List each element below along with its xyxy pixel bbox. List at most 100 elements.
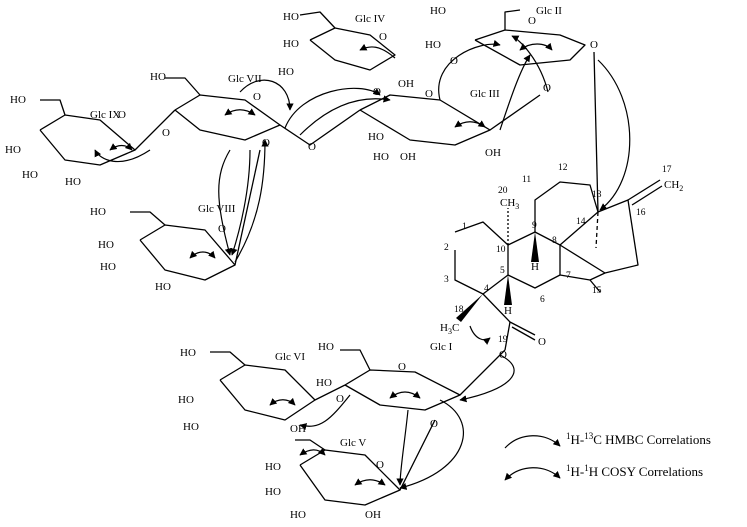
atom-ch2: CH2 xyxy=(664,179,683,193)
carbon-number: 11 xyxy=(522,175,531,185)
carbon-number: 8 xyxy=(552,236,557,246)
svg-text:HO: HO xyxy=(183,421,199,433)
carbon-number: 3 xyxy=(444,275,449,285)
carbon-number: 7 xyxy=(566,271,571,281)
legend-cosy-label: 1H-1H COSY Correlations xyxy=(566,463,703,479)
atom-ch3: CH3 xyxy=(500,197,519,211)
wedge-h9 xyxy=(531,232,539,262)
svg-text:O: O xyxy=(336,393,344,405)
atom-h: H xyxy=(504,305,512,317)
carbon-number: 20 xyxy=(498,186,508,196)
label-glc-v: Glc V xyxy=(340,437,366,449)
svg-text:OH: OH xyxy=(485,147,501,159)
svg-text:HO: HO xyxy=(283,11,299,23)
sugar-glc-vi: HO HO HO OH Glc VI xyxy=(178,347,346,435)
aglycone-skeleton xyxy=(454,179,663,396)
svg-text:HO: HO xyxy=(318,341,334,353)
svg-text:HO: HO xyxy=(178,394,194,406)
svg-text:HO: HO xyxy=(290,509,306,521)
carbon-number: 9 xyxy=(532,221,537,231)
sugar-glc-v: HO HO HO OH O Glc V xyxy=(265,419,436,521)
svg-text:O: O xyxy=(379,31,387,43)
carbon-number: 12 xyxy=(558,163,568,173)
svg-text:OH: OH xyxy=(365,509,381,521)
svg-text:HO: HO xyxy=(425,39,441,51)
label-glc-iii: Glc III xyxy=(470,88,500,100)
legend-cosy-arrow xyxy=(504,467,561,481)
svg-text:HO: HO xyxy=(65,176,81,188)
svg-text:OH: OH xyxy=(398,78,414,90)
svg-text:O: O xyxy=(430,418,438,430)
svg-text:O: O xyxy=(398,361,406,373)
svg-text:HO: HO xyxy=(90,206,106,218)
svg-text:HO: HO xyxy=(22,169,38,181)
svg-text:O: O xyxy=(262,137,270,149)
label-glc-vii: Glc VII xyxy=(228,73,262,85)
svg-text:HO: HO xyxy=(180,347,196,359)
svg-text:HO: HO xyxy=(430,5,446,17)
svg-text:O: O xyxy=(308,141,316,153)
hmbc-arrows xyxy=(94,35,631,490)
label-glc-ix: Glc IX xyxy=(90,109,120,121)
svg-text:HO: HO xyxy=(10,94,26,106)
label-glc-vi: Glc VI xyxy=(275,351,305,363)
svg-text:HO: HO xyxy=(368,131,384,143)
wedge-h5 xyxy=(504,275,512,305)
svg-text:O: O xyxy=(450,55,458,67)
svg-text:O: O xyxy=(253,91,261,103)
bond-c13-o xyxy=(593,51,599,213)
label-glc-ii: Glc II xyxy=(536,5,562,17)
svg-text:HO: HO xyxy=(316,377,332,389)
carbon-number: 14 xyxy=(576,217,586,227)
legend-hmbc-label: 1H-13C HMBC Correlations xyxy=(566,431,711,447)
carbon-number: 17 xyxy=(662,165,672,175)
sugar-glc-iv: HO HO HO OH O O Glc IV xyxy=(278,11,458,90)
sugar-glc-ii: HO HO O O Glc II xyxy=(425,5,586,94)
carbon-number: 6 xyxy=(540,295,545,305)
svg-text:O: O xyxy=(425,88,433,100)
atom-h3c: H3C xyxy=(440,322,459,336)
sugar-glc-ix: HO HO HO HO O Glc IX xyxy=(5,94,176,188)
carbon-number: 5 xyxy=(500,266,505,276)
svg-text:O: O xyxy=(118,109,126,121)
svg-text:HO: HO xyxy=(98,239,114,251)
atom-o: O xyxy=(499,349,507,361)
atom-o: O xyxy=(590,39,598,51)
carbon-number: 1 xyxy=(462,222,467,232)
sugar-glc-viii: HO HO HO HO O Glc VIII xyxy=(90,149,261,293)
svg-text:HO: HO xyxy=(265,461,281,473)
svg-text:OH: OH xyxy=(290,423,306,435)
legend: 1H-13C HMBC Correlations 1H-1H COSY Corr… xyxy=(504,431,711,481)
svg-text:O: O xyxy=(162,127,170,139)
carbon-number: 18 xyxy=(454,305,464,315)
carbon-number: 13 xyxy=(592,190,602,200)
svg-text:HO: HO xyxy=(5,144,21,156)
atom-o: O xyxy=(538,336,546,348)
svg-text:OH: OH xyxy=(400,151,416,163)
svg-text:HO: HO xyxy=(278,66,294,78)
svg-text:HO: HO xyxy=(155,281,171,293)
svg-text:O: O xyxy=(218,223,226,235)
svg-text:HO: HO xyxy=(373,151,389,163)
svg-text:O: O xyxy=(528,15,536,27)
cosy-arrows xyxy=(109,42,553,486)
svg-text:HO: HO xyxy=(283,38,299,50)
sugar-glc-iii: HO HO OH OH O O Glc III xyxy=(359,86,541,163)
carbon-number: 4 xyxy=(484,284,489,294)
svg-text:HO: HO xyxy=(100,261,116,273)
carbon-number: 2 xyxy=(444,243,449,253)
svg-text:HO: HO xyxy=(265,486,281,498)
label-glc-iv: Glc IV xyxy=(355,13,385,25)
legend-hmbc-arrow xyxy=(504,435,561,449)
wedge-c18 xyxy=(456,294,483,322)
aglycone-labels: 1 2 3 4 5 6 7 8 9 10 11 12 13 14 15 16 1… xyxy=(440,39,683,361)
label-glc-i: Glc I xyxy=(430,341,453,353)
carbon-number: 19 xyxy=(498,335,508,345)
svg-text:O: O xyxy=(376,459,384,471)
label-glc-viii: Glc VIII xyxy=(198,203,236,215)
carbon-number: 10 xyxy=(496,245,506,255)
sugar-glc-i: HO HO O O O Glc I xyxy=(316,341,461,430)
carbon-number: 16 xyxy=(636,208,646,218)
atom-h: H xyxy=(531,261,539,273)
